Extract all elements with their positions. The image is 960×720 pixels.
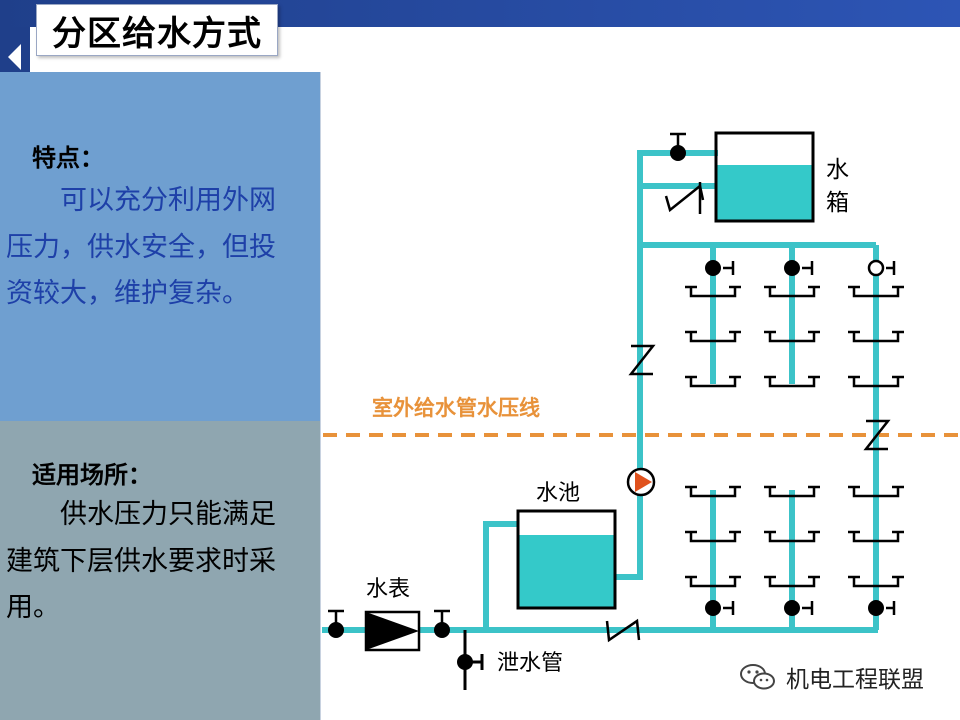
page-title: 分区给水方式 [52, 13, 262, 54]
back-arrow-icon[interactable] [8, 44, 21, 70]
features-panel: 特点： 可以充分利用外网压力，供水安全，但投资较大，维护复杂。 [0, 72, 321, 422]
water-tank [714, 131, 815, 223]
water-pool [516, 509, 617, 610]
drain-label: 泄水管 [497, 651, 563, 676]
title-box: 分区给水方式 [36, 4, 278, 56]
tank-label-1: 水 [826, 157, 849, 183]
pressure-line-label: 室外给水管水压线 [372, 396, 540, 420]
meter-label: 水表 [366, 577, 410, 602]
check-valve-icons [605, 183, 891, 643]
applicable-text: 供水压力只能满足建筑下层供水要求时采用。 [6, 499, 276, 623]
features-heading: 特点： [32, 144, 104, 172]
drain-valve-icon [457, 654, 473, 670]
pool-water [518, 535, 615, 608]
applicable-panel: 适用场所： 供水压力只能满足建筑下层供水要求时采用。 [0, 421, 321, 720]
features-text: 可以充分利用外网压力，供水安全，但投资较大，维护复杂。 [6, 185, 276, 309]
pump-arrow-icon [635, 472, 652, 492]
valve-dot-icons [328, 145, 885, 638]
watermark: 机电工程联盟 [738, 660, 924, 694]
water-meter-icon [364, 610, 421, 652]
tank-water [716, 165, 813, 221]
wechat-icon [740, 664, 775, 690]
watermark-text: 机电工程联盟 [786, 667, 924, 693]
tank-label-2: 箱 [826, 190, 849, 216]
pool-label: 水池 [536, 481, 580, 506]
applicable-heading: 适用场所： [32, 461, 152, 489]
